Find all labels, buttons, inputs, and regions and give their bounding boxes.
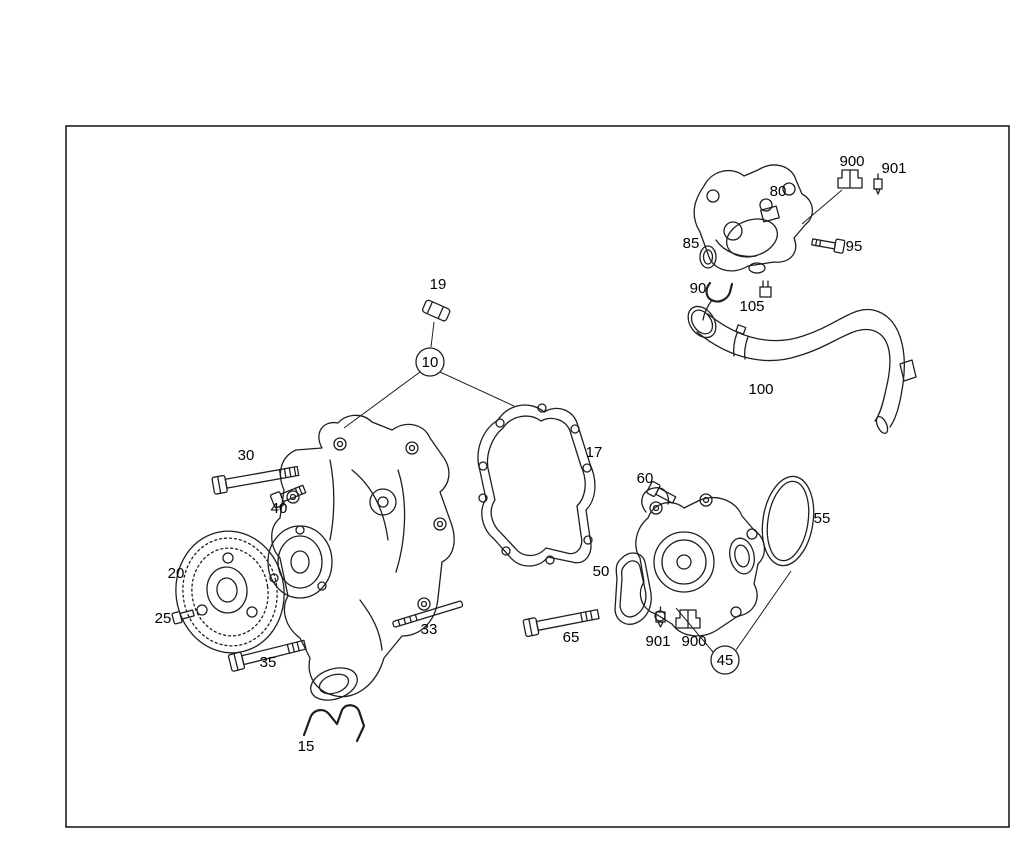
part-label-90: 90 [690,280,707,297]
sensor-plug-small-bottom [655,606,666,628]
water-pump-gasket [477,403,596,567]
part-label-33: 33 [421,621,438,638]
bolt-35 [227,639,307,672]
sensor-plug-small-top [873,173,883,195]
coolant-hose [687,299,917,435]
part-label-85: 85 [683,235,700,252]
water-pump-housing [267,414,455,701]
part-label-55: 55 [814,510,831,527]
part-label-15: 15 [298,738,315,755]
vent-plug-105 [759,280,772,298]
part-label-65: 65 [563,629,580,646]
seal-ring-85 [699,245,717,269]
sensor-top [837,169,863,189]
screw-25 [171,609,195,625]
retaining-clip [302,704,366,743]
stud-33 [392,600,464,628]
part-label-30: 30 [238,447,255,464]
part-label-100: 100 [748,381,773,398]
group-callout-10: 10 [422,354,439,371]
part-label-95: 95 [846,238,863,255]
bolt-95 [811,238,846,254]
diagram-border [65,125,1010,828]
part-label-900-top: 900 [839,153,864,170]
pulley [175,530,285,654]
bolt-65 [522,609,600,638]
bolt-30 [211,465,300,495]
part-label-17: 17 [586,444,603,461]
sensor-bottom [675,609,701,629]
thermostat-housing [635,487,765,637]
part-label-40: 40 [271,500,288,517]
o-ring-seal [761,475,815,567]
group-callout-45: 45 [717,652,734,669]
part-label-19: 19 [430,276,447,293]
part-label-80: 80 [770,183,787,200]
part-label-901-bottom: 901 [645,633,670,650]
dowel-pin [421,299,451,322]
part-label-901-top: 901 [881,160,906,177]
callout-circle-45 [710,645,740,675]
callout-circle-10 [415,347,445,377]
spring-clip-90 [705,281,734,303]
part-label-60: 60 [637,470,654,487]
leader-lines [343,189,843,653]
thermostat-gasket [614,552,652,625]
part-label-35: 35 [260,654,277,671]
screw-60 [646,481,677,504]
bolt-40 [269,484,307,509]
part-label-25: 25 [155,610,172,627]
part-label-50: 50 [593,563,610,580]
part-label-900-bottom: 900 [681,633,706,650]
part-label-20: 20 [168,565,185,582]
part-label-105: 105 [739,298,764,315]
